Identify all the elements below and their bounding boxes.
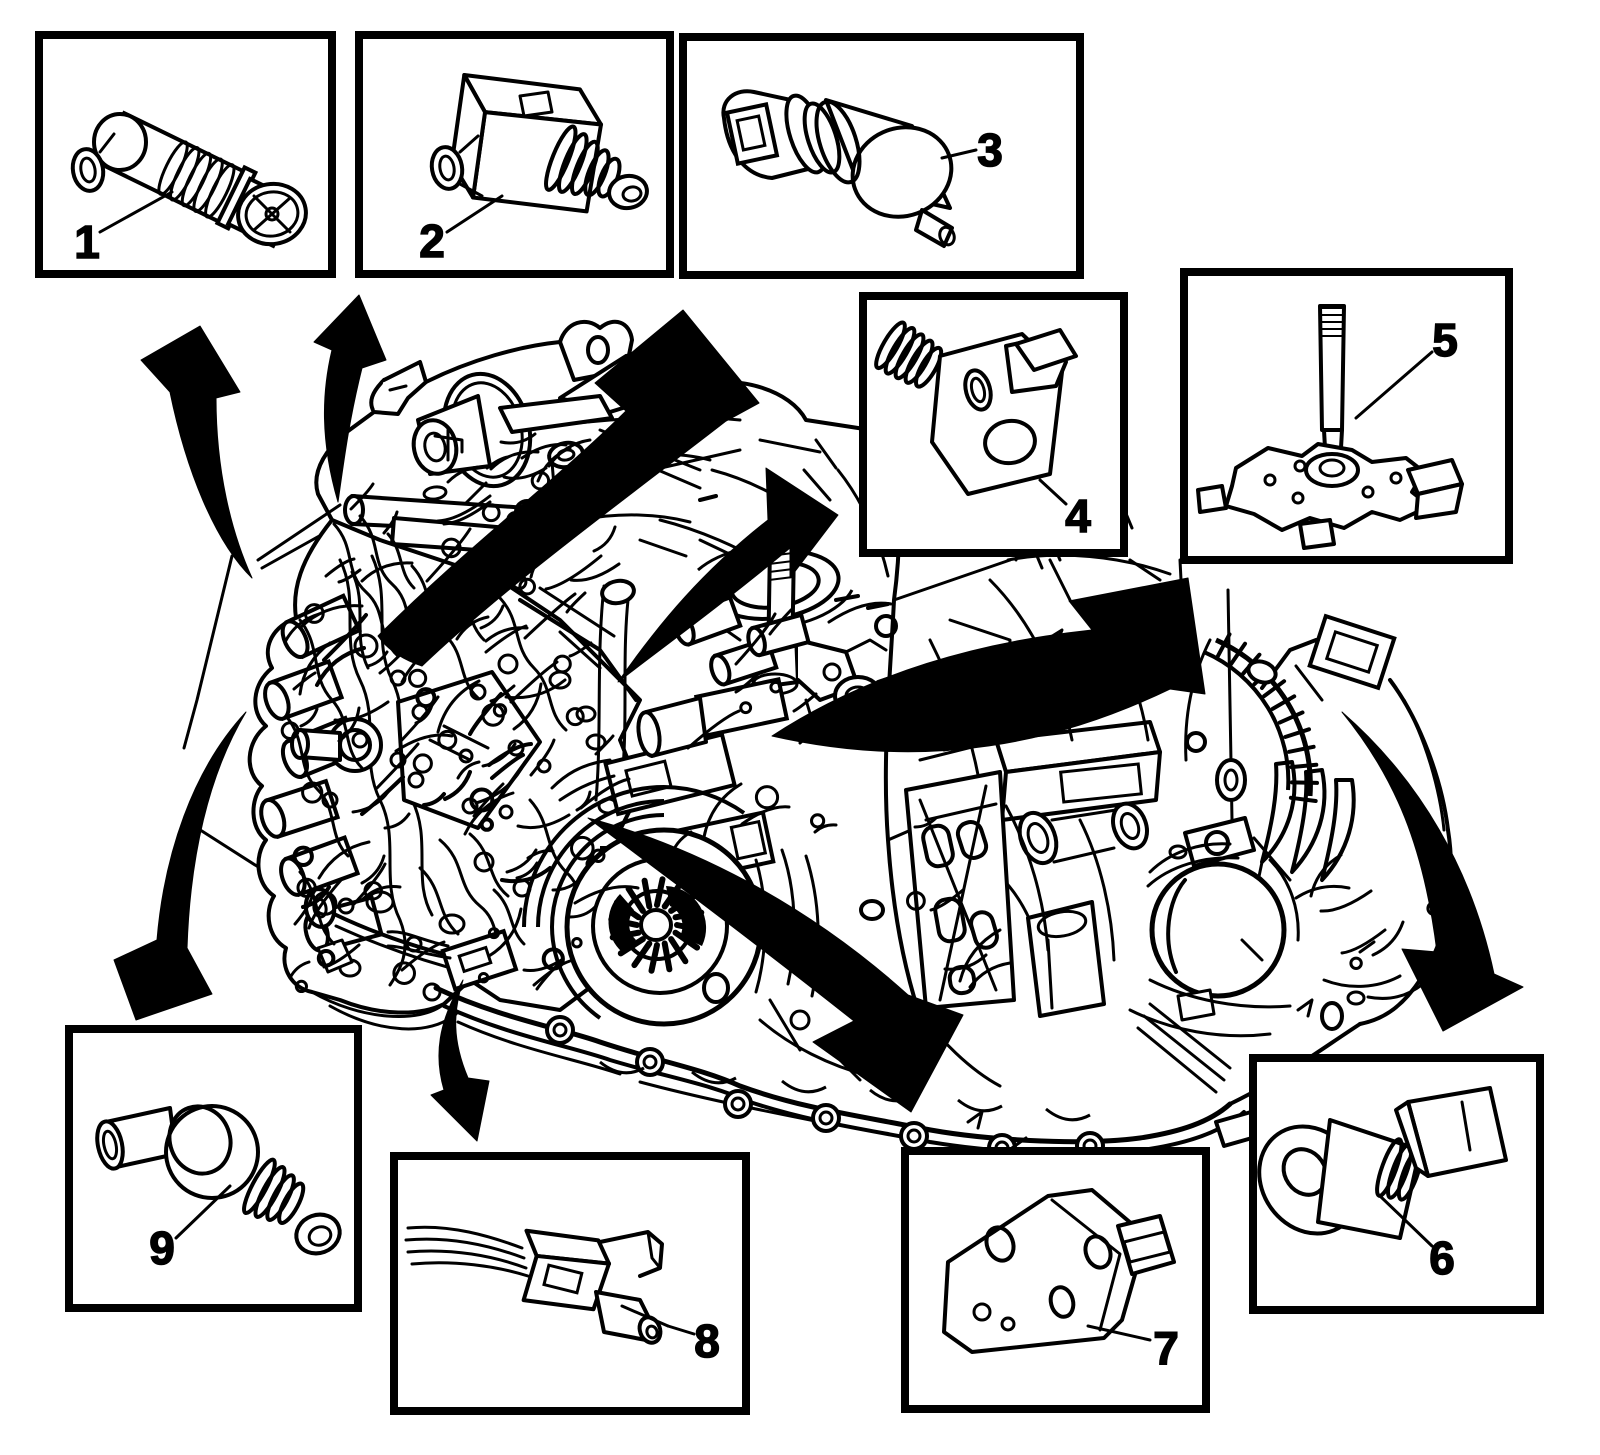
svg-text:5: 5 <box>1432 314 1458 366</box>
svg-text:4: 4 <box>1065 490 1091 542</box>
svg-text:3: 3 <box>977 124 1003 176</box>
svg-text:1: 1 <box>74 216 100 268</box>
svg-text:6: 6 <box>1429 1232 1455 1284</box>
svg-text:8: 8 <box>694 1315 720 1367</box>
svg-text:9: 9 <box>149 1222 175 1274</box>
svg-text:2: 2 <box>419 215 445 267</box>
svg-text:7: 7 <box>1153 1322 1179 1374</box>
